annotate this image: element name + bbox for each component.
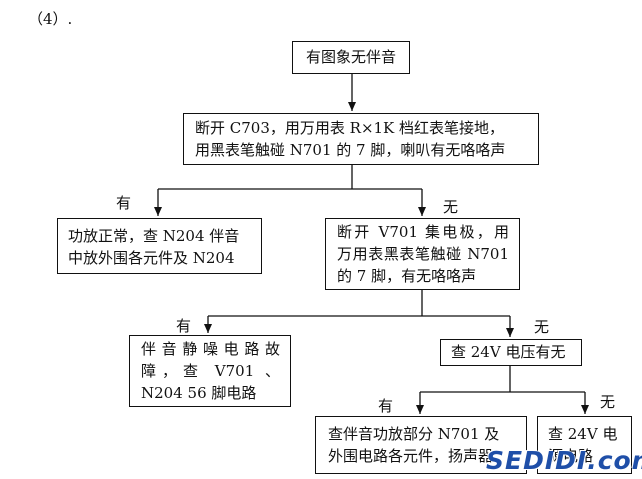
- edge-label-no1: 无: [443, 198, 459, 216]
- edge-label-no2: 无: [534, 318, 550, 336]
- edge-label-no3: 无: [600, 393, 616, 411]
- power-line1: 查 24V 电: [548, 425, 618, 443]
- mute-line2: 障，查 V701 、: [141, 362, 280, 380]
- edge-label-yes3: 有: [378, 397, 394, 415]
- amp-ok-node: 功放正常，查 N204 伴音 中放外围各元件及 N204: [57, 218, 262, 274]
- watermark-logo: SEDIDI.com: [486, 446, 642, 475]
- start-node: 有图象无伴音: [292, 41, 410, 74]
- amp-ok-line2: 中放外围各元件及 N204: [68, 249, 235, 267]
- step2-line1: 断开 V701 集电极，用: [337, 223, 509, 241]
- mute-line1: 伴音静噪电路故: [141, 340, 280, 358]
- amp-check-line1: 查伴音功放部分 N701 及: [328, 425, 500, 443]
- mute-line3: N204 56 脚电路: [141, 384, 257, 402]
- step2-node: 断开 V701 集电极，用 万用表黑表笔触碰 N701 的 7 脚，有无咯咯声: [325, 218, 520, 290]
- section-label: （4）.: [28, 10, 73, 28]
- mute-circuit-node: 伴音静噪电路故 障，查 V701 、 N204 56 脚电路: [129, 335, 291, 407]
- start-node-text: 有图象无伴音: [305, 48, 396, 66]
- edge-label-yes2: 有: [176, 317, 192, 335]
- step1-line2: 用黑表笔触碰 N701 的 7 脚，喇叭有无咯咯声: [195, 141, 506, 159]
- amp-ok-line1: 功放正常，查 N204 伴音: [68, 227, 240, 245]
- check-24v-text: 查 24V 电压有无: [451, 343, 566, 361]
- step2-line3: 的 7 脚，有无咯咯声: [337, 267, 477, 285]
- step1-node: 断开 C703，用万用表 R×1K 档红表笔接地， 用黑表笔触碰 N701 的 …: [183, 113, 539, 165]
- amp-check-node: 查伴音功放部分 N701 及 外围电路各元件，扬声器: [315, 416, 527, 474]
- power-line2: 源电路: [548, 447, 594, 465]
- power-supply-node: 查 24V 电 源电路: [537, 416, 632, 474]
- amp-check-line2: 外围电路各元件，扬声器: [328, 447, 494, 465]
- step1-line1: 断开 C703，用万用表 R×1K 档红表笔接地，: [195, 119, 505, 137]
- edge-label-yes1: 有: [116, 194, 132, 212]
- step2-line2: 万用表黑表笔触碰 N701: [337, 245, 509, 263]
- check-24v-node: 查 24V 电压有无: [440, 339, 582, 366]
